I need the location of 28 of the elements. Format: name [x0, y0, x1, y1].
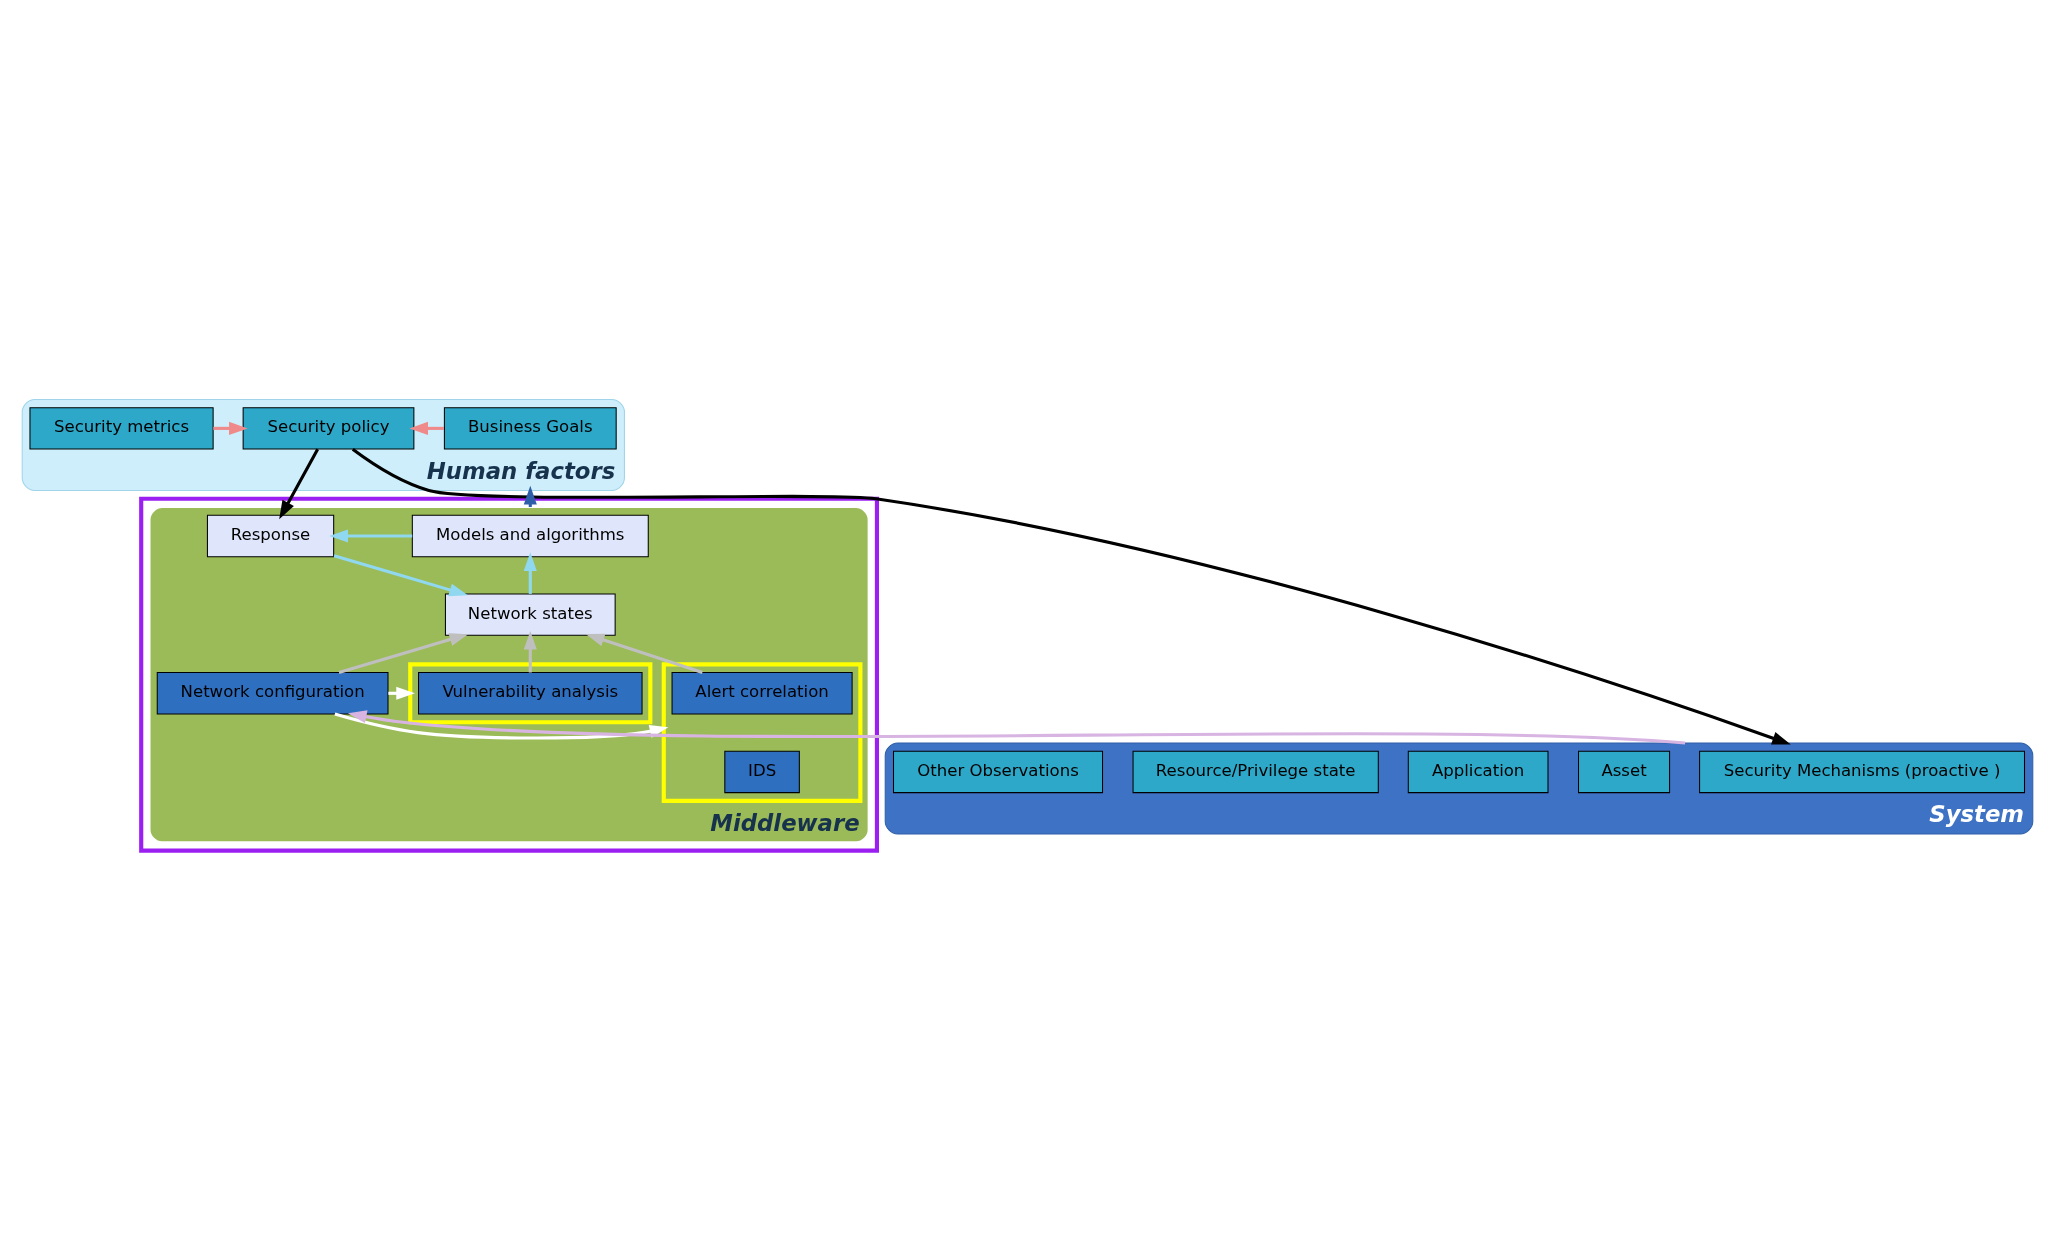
node-box: Asset — [1578, 750, 1671, 794]
arrow — [347, 710, 1686, 745]
arrow — [333, 554, 468, 597]
node-box: Other Observations — [893, 750, 1104, 794]
node-box: Application — [1407, 750, 1549, 794]
node-box: Vulnerability analysis — [418, 672, 643, 715]
node-box: IDS — [724, 750, 800, 794]
node-box: Security metrics — [29, 407, 214, 450]
arrow — [351, 448, 1791, 745]
node-box: Alert correlation — [671, 672, 853, 715]
arrow — [338, 633, 469, 675]
node-box: Resource/Privilege state — [1132, 750, 1379, 794]
arrow — [334, 712, 669, 740]
arrow — [329, 529, 413, 543]
arrow — [279, 448, 319, 520]
node-box: Business Goals — [443, 407, 617, 450]
node-box: Network configuration — [156, 672, 389, 715]
node-box: Response — [206, 514, 335, 558]
node-box: Security Mechanisms (proactive ) — [1699, 750, 2026, 794]
arrow — [523, 552, 537, 594]
cluster — [408, 662, 653, 725]
arrow — [585, 633, 703, 674]
node-box: Models and algorithms — [411, 514, 649, 558]
arrow — [523, 630, 537, 673]
arrow — [213, 421, 248, 435]
cluster — [661, 662, 863, 803]
node-box: Network states — [444, 593, 616, 636]
node-box: Security policy — [242, 407, 415, 450]
